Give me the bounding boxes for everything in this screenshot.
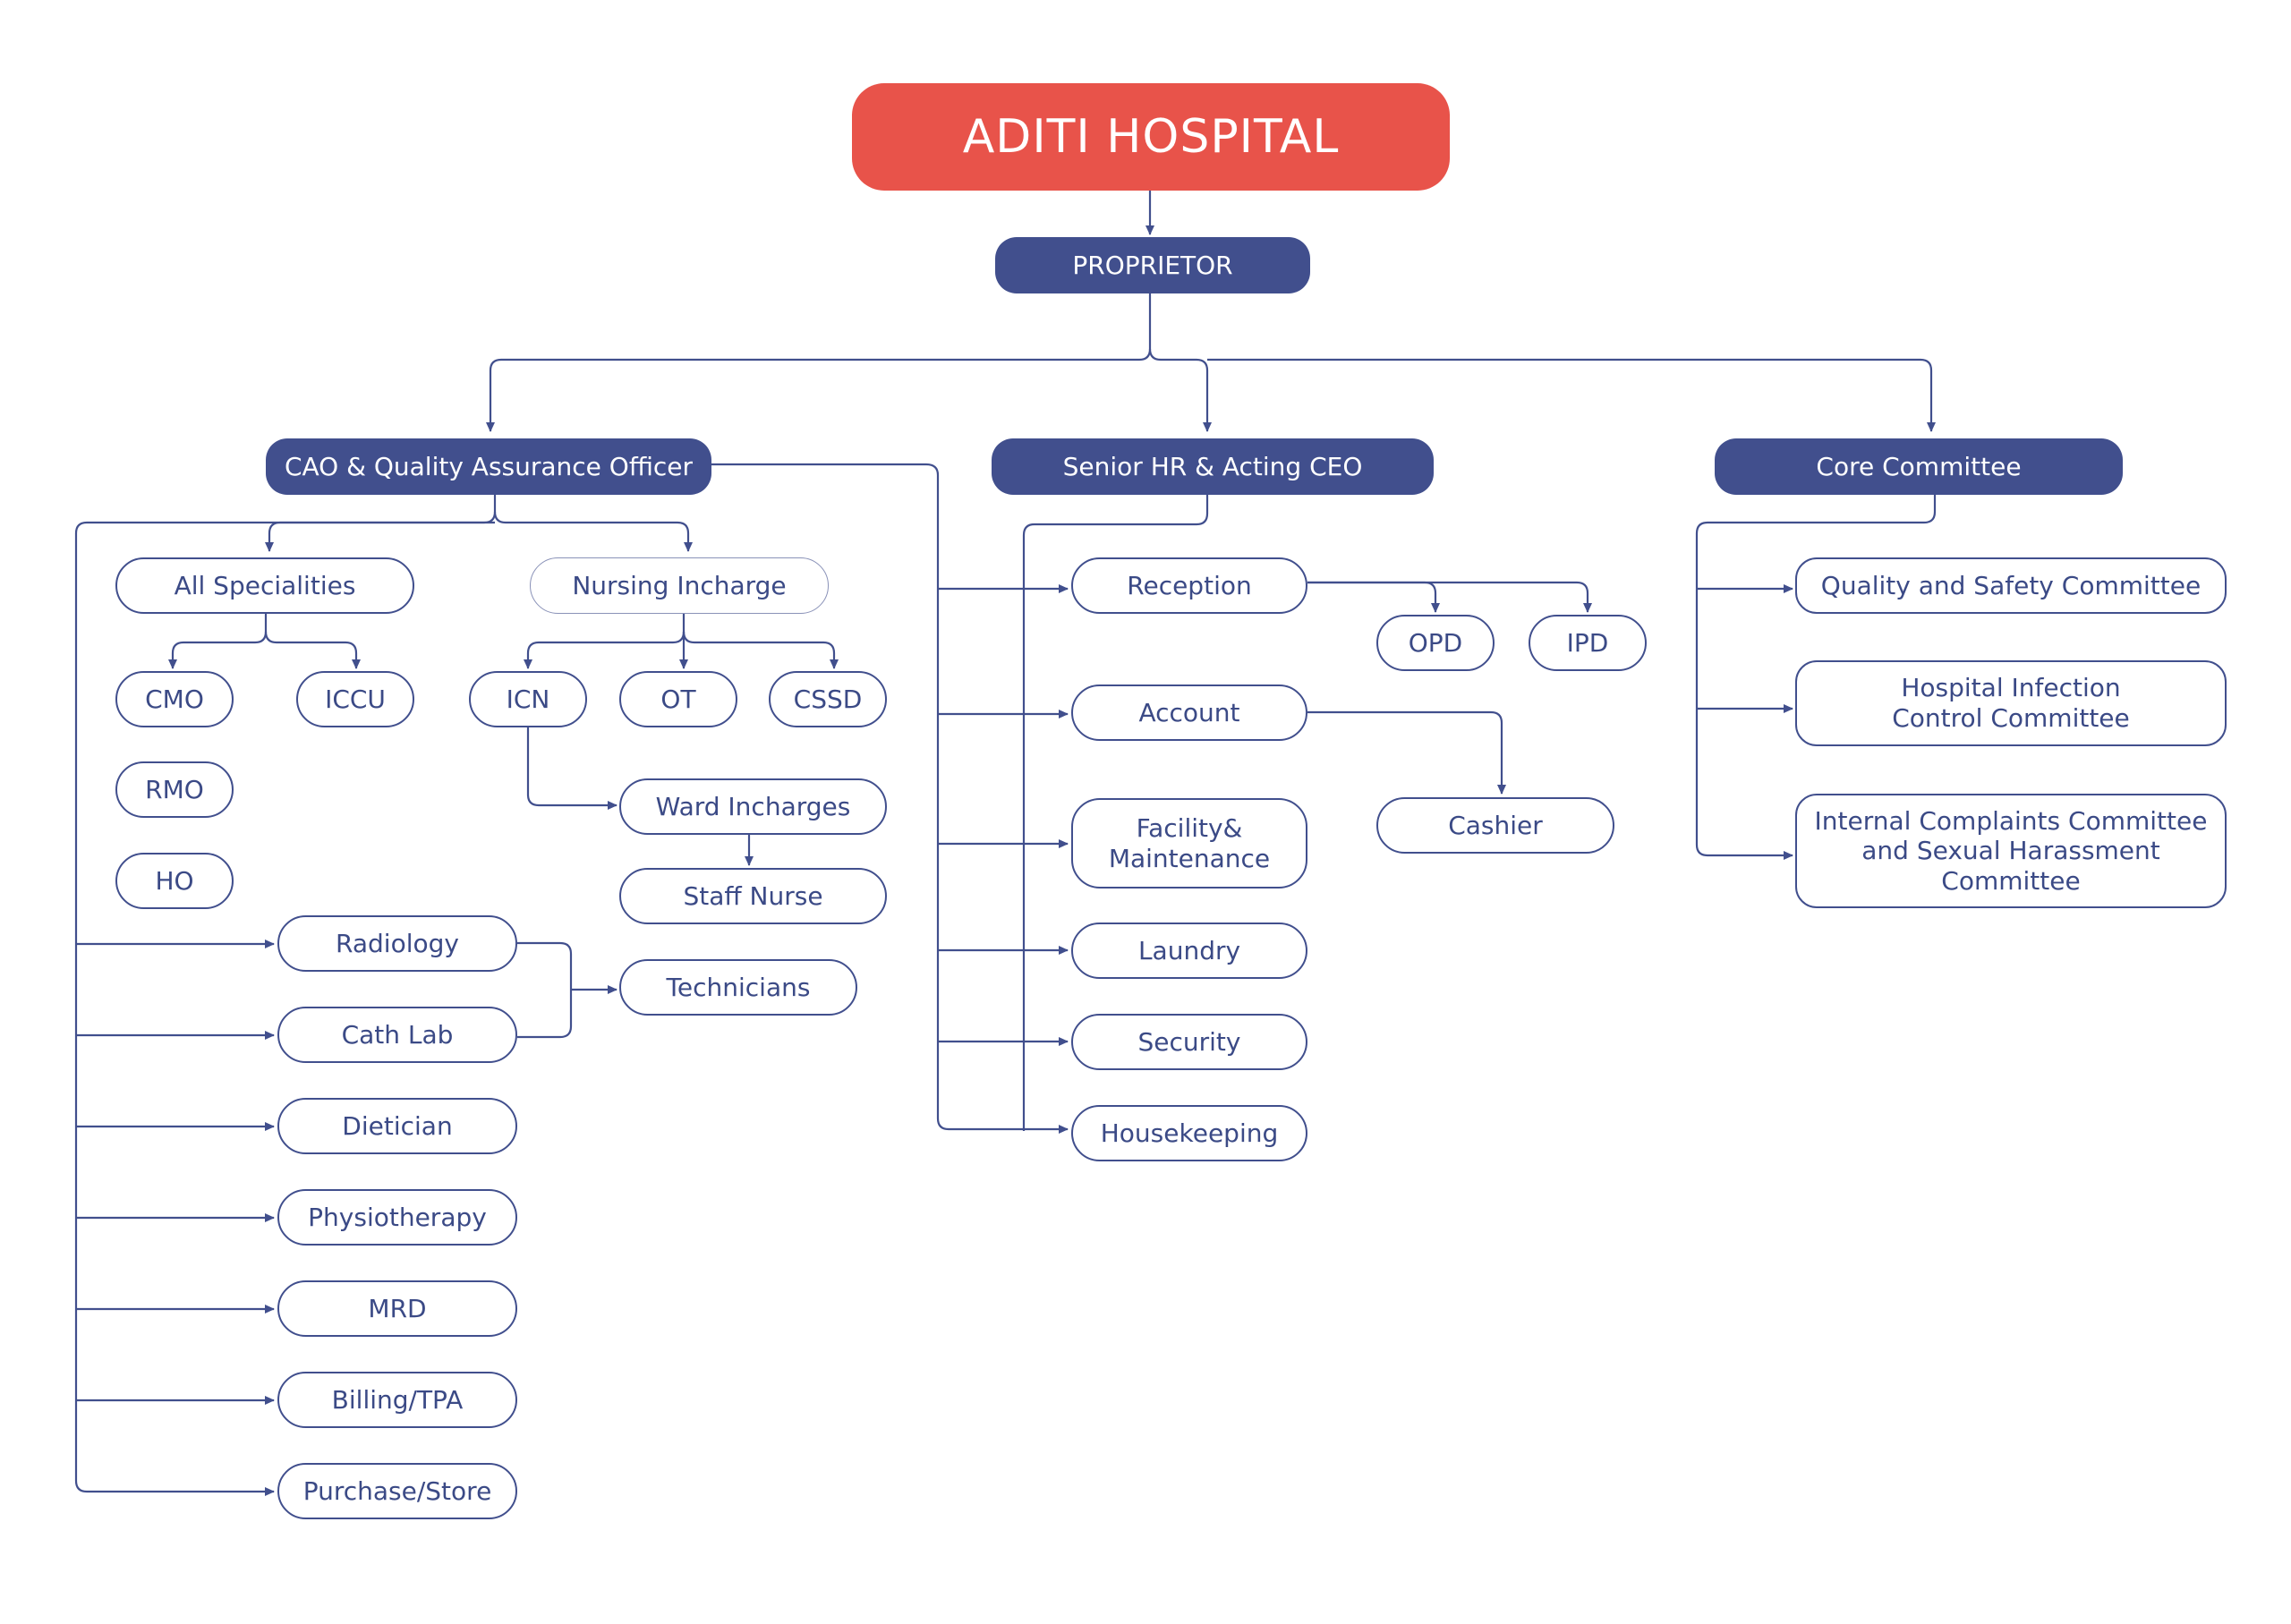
security-label: Security — [1137, 1026, 1241, 1057]
staff-nurse-node: Staff Nurse — [619, 868, 887, 924]
account-node: Account — [1071, 684, 1307, 741]
rmo-node: RMO — [115, 761, 234, 818]
core-committee-node: Core Committee — [1715, 438, 2123, 495]
housekeeping-label: Housekeeping — [1100, 1118, 1279, 1148]
billing-tpa-node: Billing/TPA — [277, 1372, 517, 1428]
cmo-label: CMO — [145, 684, 204, 714]
nursing-incharge-node: Nursing Incharge — [530, 557, 829, 614]
opd-label: OPD — [1408, 627, 1463, 658]
complaints-committee-label: Internal Complaints Committee and Sexual… — [1814, 805, 2208, 896]
connector-hr-main — [1022, 495, 1209, 1131]
facility-maintenance-label: Facility& Maintenance — [1108, 812, 1271, 873]
cashier-node: Cashier — [1376, 797, 1614, 854]
ot-label: OT — [660, 684, 696, 714]
connector-proprietor-heads — [486, 293, 1152, 432]
account-label: Account — [1138, 697, 1240, 727]
cssd-label: CSSD — [793, 684, 863, 714]
ipd-label: IPD — [1566, 627, 1609, 658]
cao-node: CAO & Quality Assurance Officer — [266, 438, 711, 495]
mrd-label: MRD — [368, 1293, 427, 1323]
dietician-label: Dietician — [342, 1110, 453, 1141]
reception-node: Reception — [1071, 557, 1307, 614]
billing-tpa-label: Billing/TPA — [331, 1384, 464, 1415]
nursing-incharge-label: Nursing Incharge — [572, 570, 787, 600]
connector-cao-main — [74, 495, 497, 1496]
radiology-label: Radiology — [336, 928, 459, 958]
ho-node: HO — [115, 853, 234, 909]
hr-node: Senior HR & Acting CEO — [992, 438, 1434, 495]
icn-label: ICN — [506, 684, 550, 714]
complaints-committee-node: Internal Complaints Committee and Sexual… — [1795, 794, 2227, 908]
hr-label: Senior HR & Acting CEO — [1062, 451, 1363, 481]
cmo-node: CMO — [115, 671, 234, 727]
laundry-node: Laundry — [1071, 923, 1307, 979]
cath-lab-node: Cath Lab — [277, 1007, 517, 1063]
core-committee-label: Core Committee — [1816, 451, 2022, 481]
iccu-node: ICCU — [296, 671, 414, 727]
proprietor-label: PROPRIETOR — [1072, 250, 1233, 280]
infection-control-committee-label: Hospital Infection Control Committee — [1892, 673, 2130, 733]
ot-node: OT — [619, 671, 737, 727]
ward-incharges-label: Ward Incharges — [655, 791, 851, 821]
root-node: ADITI HOSPITAL — [852, 83, 1450, 191]
rmo-label: RMO — [145, 774, 204, 804]
quality-safety-committee-label: Quality and Safety Committee — [1820, 570, 2202, 600]
cashier-label: Cashier — [1448, 810, 1543, 840]
laundry-label: Laundry — [1137, 935, 1241, 965]
purchase-store-node: Purchase/Store — [277, 1463, 517, 1519]
reception-label: Reception — [1127, 570, 1252, 600]
all-specialities-label: All Specialities — [174, 570, 356, 600]
proprietor-node: PROPRIETOR — [995, 237, 1310, 293]
ward-incharges-node: Ward Incharges — [619, 778, 887, 835]
security-node: Security — [1071, 1014, 1307, 1070]
physiotherapy-node: Physiotherapy — [277, 1189, 517, 1246]
staff-nurse-label: Staff Nurse — [683, 880, 823, 911]
infection-control-committee-node: Hospital Infection Control Committee — [1795, 660, 2227, 746]
mrd-node: MRD — [277, 1280, 517, 1337]
root-label: ADITI HOSPITAL — [962, 109, 1340, 164]
all-specialities-node: All Specialities — [115, 557, 414, 614]
technicians-label: Technicians — [666, 972, 811, 1002]
ipd-node: IPD — [1529, 615, 1647, 671]
purchase-store-label: Purchase/Store — [302, 1475, 492, 1506]
iccu-label: ICCU — [325, 684, 386, 714]
radiology-node: Radiology — [277, 915, 517, 972]
cath-lab-label: Cath Lab — [341, 1019, 454, 1050]
connector-core-main — [1695, 495, 1937, 860]
technicians-node: Technicians — [619, 959, 857, 1016]
physiotherapy-label: Physiotherapy — [308, 1202, 487, 1232]
opd-node: OPD — [1376, 615, 1495, 671]
icn-node: ICN — [469, 671, 587, 727]
housekeeping-node: Housekeeping — [1071, 1105, 1307, 1161]
cssd-node: CSSD — [769, 671, 887, 727]
dietician-node: Dietician — [277, 1098, 517, 1154]
quality-safety-committee-node: Quality and Safety Committee — [1795, 557, 2227, 614]
cao-label: CAO & Quality Assurance Officer — [284, 451, 694, 481]
ho-label: HO — [155, 865, 194, 896]
facility-maintenance-node: Facility& Maintenance — [1071, 798, 1307, 889]
